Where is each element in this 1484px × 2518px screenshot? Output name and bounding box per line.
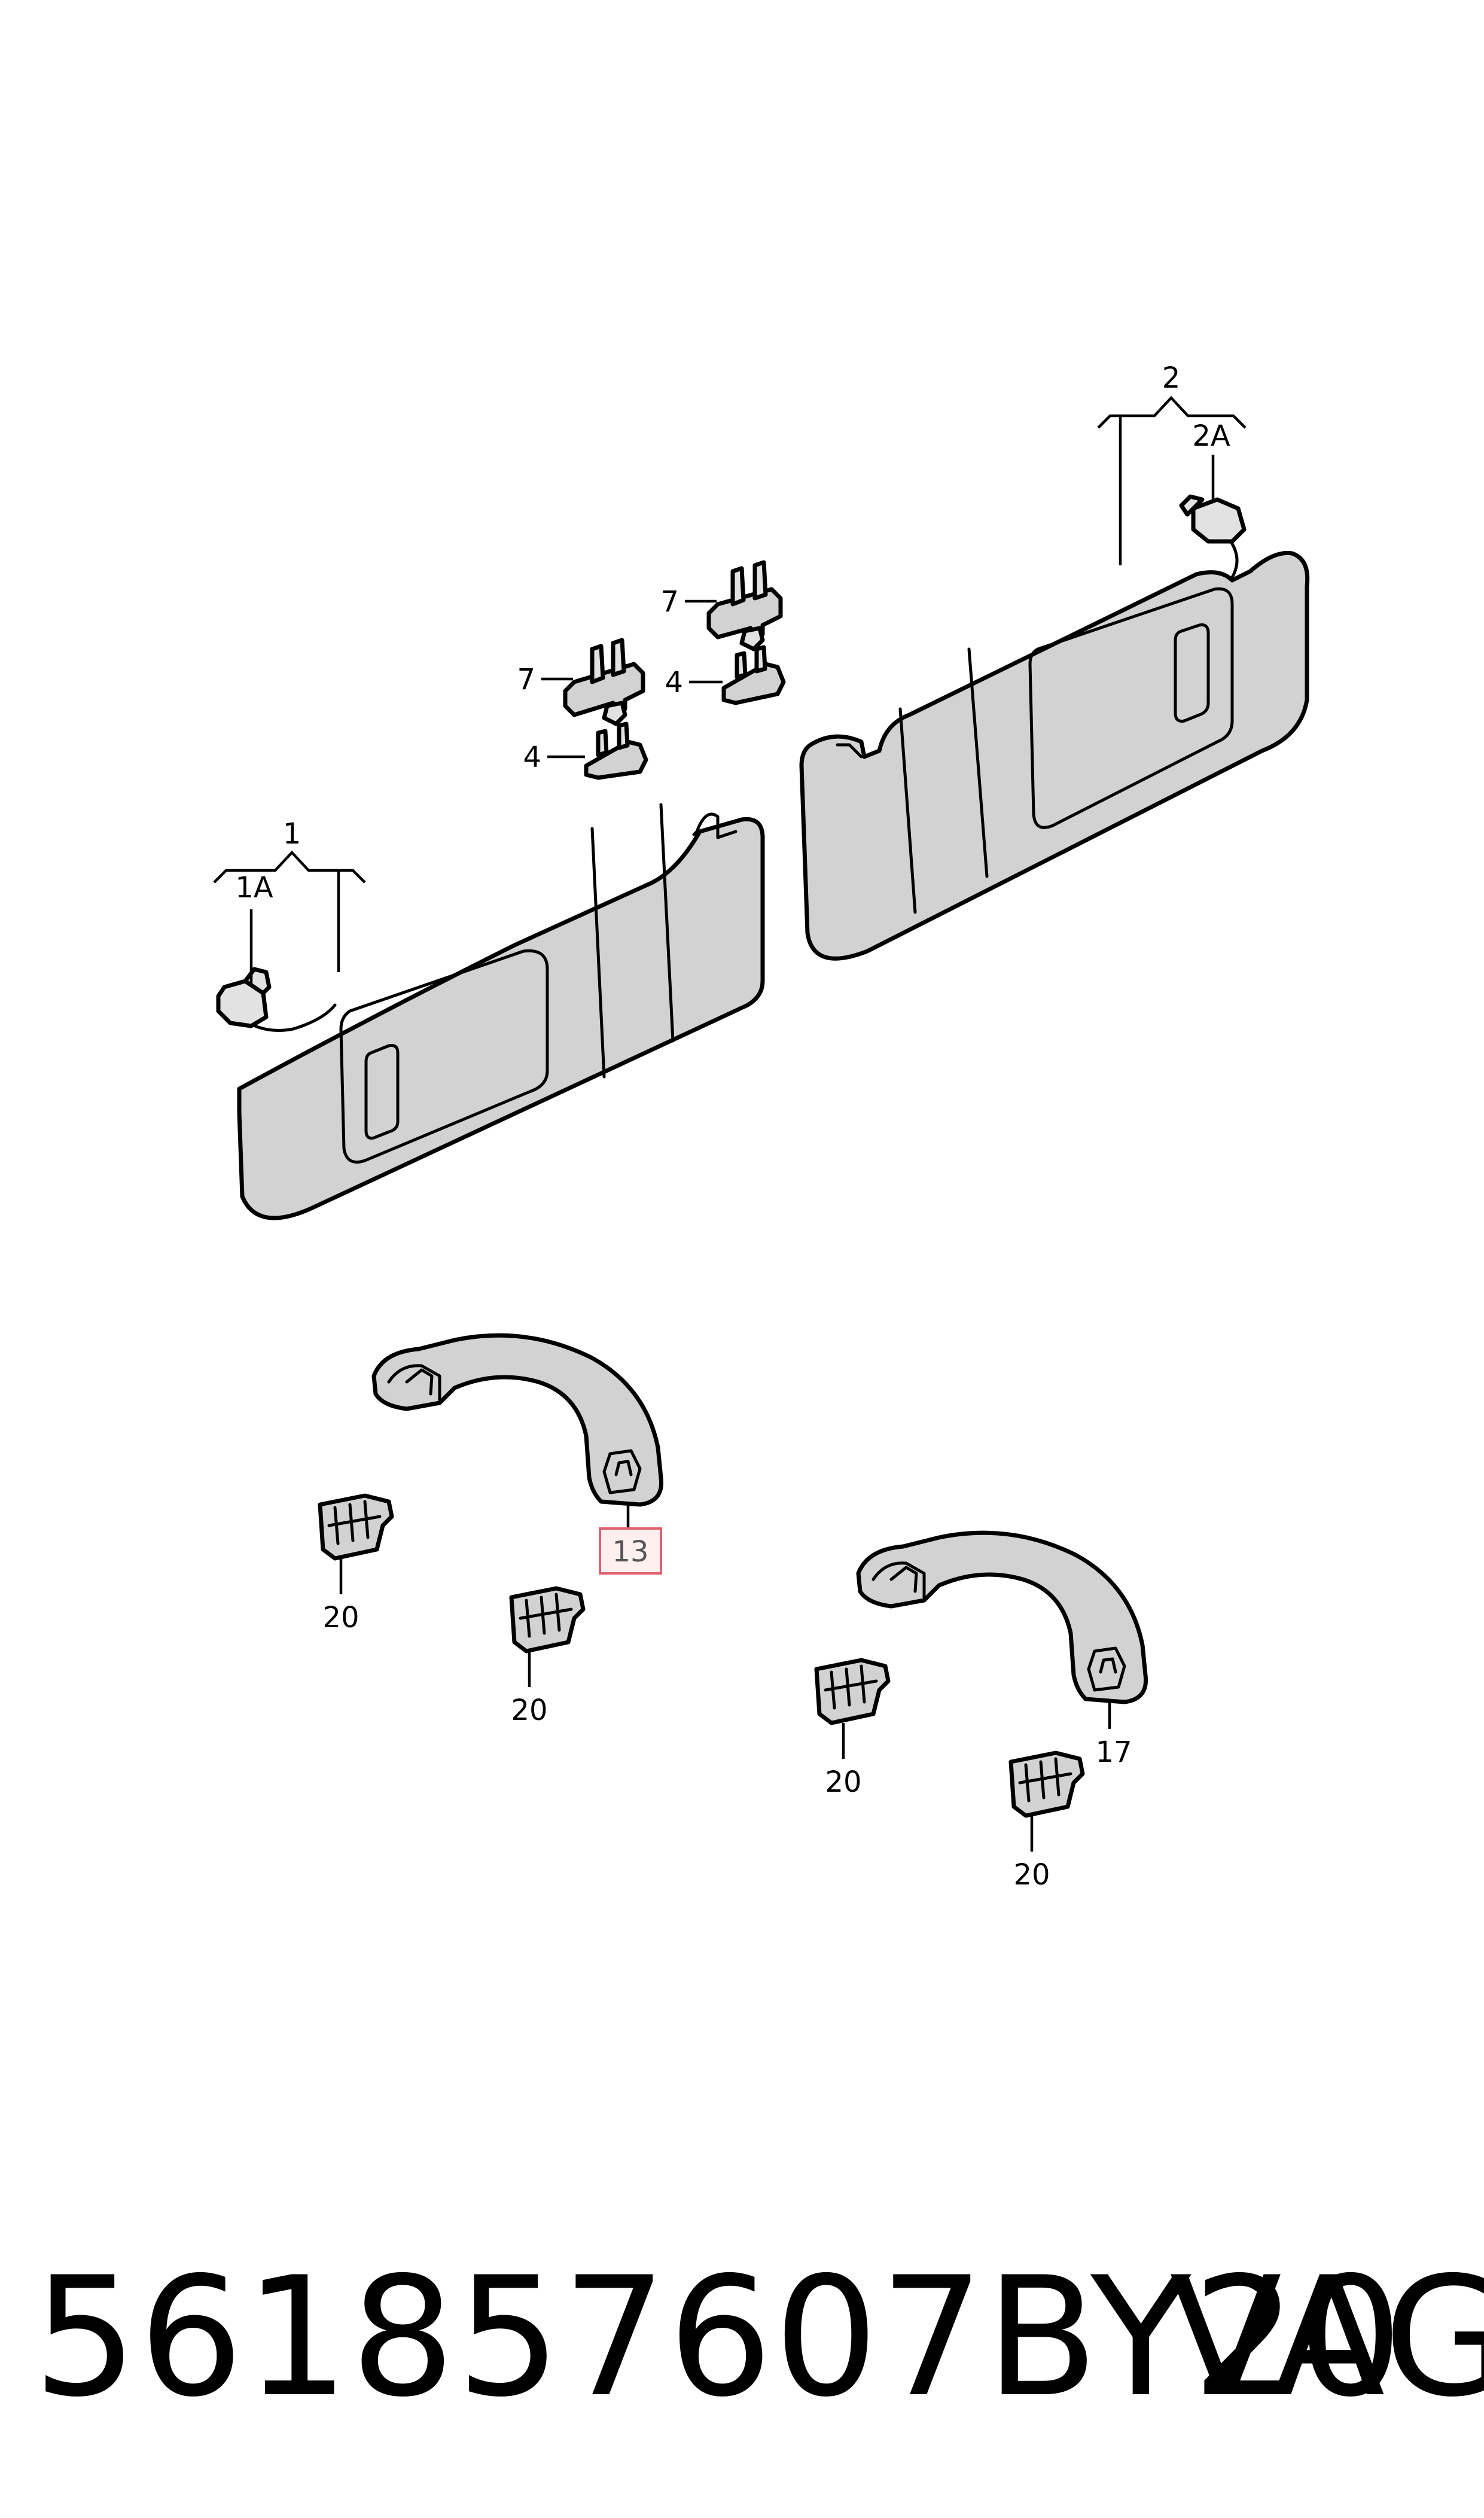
retainer-clip-20-c [814,1658,891,1725]
callout-7-right: 7 [660,585,679,619]
visor-clip-4-left [584,721,648,780]
callout-2: 2 [1162,361,1181,395]
callout-4-left: 4 [523,741,541,774]
callout-13-highlight [599,1527,662,1575]
visor-holder-7-right [706,560,783,651]
callout-20-b: 20 [511,1694,547,1727]
callout-13: 13 [612,1535,648,1569]
callout-20-c: 20 [825,1765,861,1799]
grab-handle-17 [856,1530,1148,1704]
leader-lines [213,395,1247,1852]
callout-1: 1 [283,817,301,851]
callout-4-right: 4 [665,666,683,699]
callout-1a: 1A [235,871,273,905]
visor-clip-4-right [721,645,786,705]
visor-holder-7-left [563,638,645,726]
part-number: 561857607BY20 [33,2242,1404,2433]
retainer-clip-20-a [318,1493,394,1561]
grab-handle-13 [371,1333,664,1507]
retainer-clip-20-b [509,1586,586,1654]
callout-20-d: 20 [1013,1858,1050,1892]
callout-2a: 2A [1192,419,1230,453]
brand-label: VAG [1169,2242,1484,2433]
callout-17: 17 [1095,1735,1132,1769]
right-sun-visor [799,494,1310,961]
callout-labels: 1 1A 2 2A 7 7 4 4 13 17 20 20 20 20 [235,361,1230,1892]
left-sun-visor [216,803,765,1220]
callout-7-left: 7 [517,663,535,696]
callout-20-a: 20 [322,1601,359,1634]
retainer-clip-20-d [1008,1750,1085,1818]
